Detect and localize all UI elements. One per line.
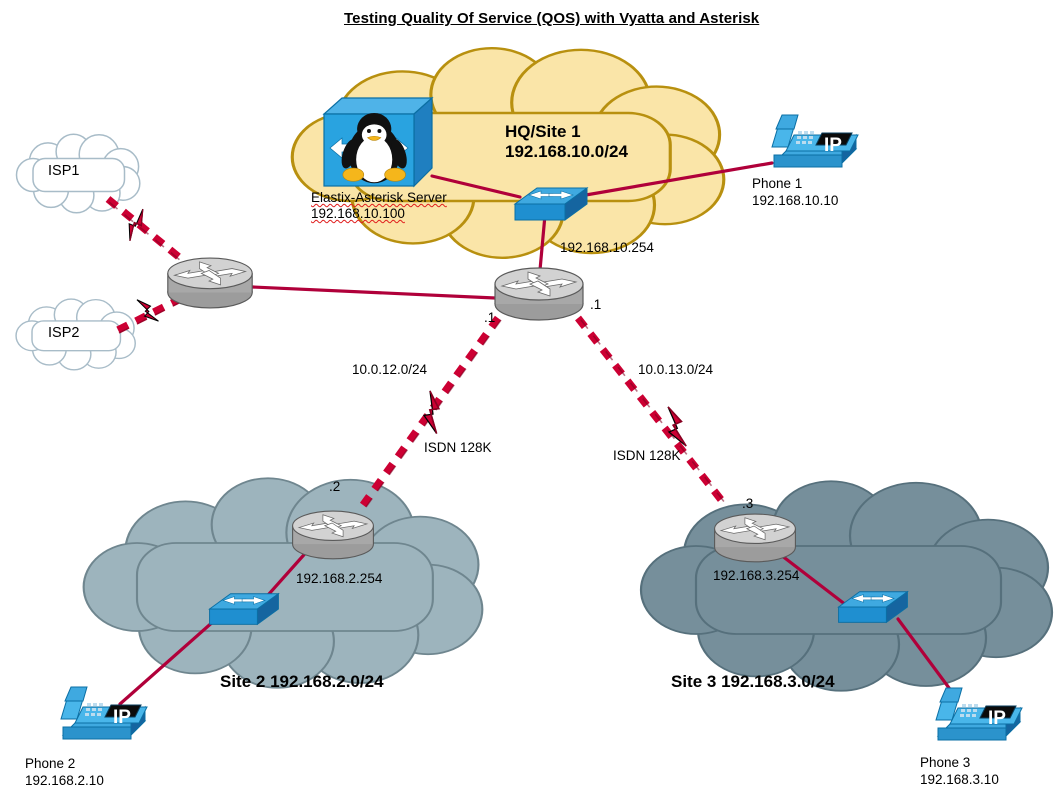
router-icon[interactable] (163, 252, 257, 312)
wan-left-subnet-label: 10.0.12.0/24 (352, 362, 428, 377)
switch-icon[interactable] (205, 588, 283, 632)
switch-icon[interactable] (834, 586, 912, 630)
site2-zone-label: Site 2 192.168.2.0/24 (220, 672, 384, 691)
site3-router-iface: .3 (742, 496, 754, 511)
hq-router-ip-label: 192.168.10.254 (560, 240, 654, 255)
isp2-label: ISP2 (48, 325, 80, 341)
link-isp1-to-edgerouter (105, 196, 188, 265)
site3-zone-label: Site 3 192.168.3.0/24 (671, 672, 835, 691)
phone1-ip: 192.168.10.10 (752, 193, 839, 208)
link-hqswitch-to-phone1 (578, 161, 774, 198)
wan-right-subnet-label: 10.0.13.0/24 (638, 362, 714, 377)
phone3-node[interactable]: IP (928, 678, 1024, 756)
edge-router-node[interactable] (163, 252, 257, 312)
site3-router-ip: 192.168.3.254 (713, 568, 800, 583)
link-edgerouter-to-hqrouter (251, 285, 497, 300)
phone2-node[interactable]: IP (53, 677, 149, 755)
tux-penguin-icon (341, 112, 407, 184)
site3-switch-node[interactable] (834, 586, 912, 630)
hq-zone-label-line1: HQ/Site 1 (505, 122, 581, 141)
phone1-ip-badge: IP (824, 135, 842, 156)
page-title: Testing Quality Of Service (QOS) with Vy… (344, 10, 760, 27)
hq-router-left-iface: .1 (484, 310, 496, 325)
phone2-name: Phone 2 (25, 756, 76, 771)
ip-phone-icon[interactable]: IP (53, 677, 149, 755)
site2-router-ip: 192.168.2.254 (296, 571, 383, 586)
phone3-name: Phone 3 (920, 755, 971, 770)
isp1-label: ISP1 (48, 163, 80, 179)
serial-bolt-wan-right (667, 406, 687, 447)
ip-phone-icon[interactable]: IP (764, 105, 860, 183)
link-elastix-to-hqswitch (430, 174, 522, 199)
linux-server-icon[interactable] (318, 92, 438, 192)
elastix-server-ip: 192.168.10.100 (311, 206, 405, 221)
site2-router-iface: .2 (329, 479, 341, 494)
link-site2switch-to-phone2 (118, 618, 217, 706)
hq-zone-label-line2: 192.168.10.0/24 (505, 142, 628, 161)
switch-icon[interactable] (511, 182, 591, 228)
hq-router-node[interactable] (490, 262, 588, 324)
site3-router-node[interactable] (710, 508, 800, 566)
router-icon[interactable] (288, 505, 378, 563)
elastix-server-node[interactable] (318, 92, 438, 192)
link-hqswitch-to-hqrouter (538, 213, 547, 272)
serial-bolt-isp1 (128, 208, 144, 241)
hq-switch-node[interactable] (511, 182, 591, 228)
phone2-ip-badge: IP (113, 707, 131, 728)
phone1-node[interactable]: IP (764, 105, 860, 183)
ip-phone-icon[interactable]: IP (928, 678, 1024, 756)
phone3-ip: 192.168.3.10 (920, 772, 999, 787)
link-hqrouter-to-site3router (575, 315, 729, 509)
link-isp2-to-edgerouter (116, 292, 188, 334)
wan-left-tech-label: ISDN 128K (424, 440, 492, 455)
phone1-name: Phone 1 (752, 176, 803, 191)
hq-router-right-iface: .1 (590, 297, 602, 312)
site2-router-node[interactable] (288, 505, 378, 563)
site2-switch-node[interactable] (205, 588, 283, 632)
phone2-ip: 192.168.2.10 (25, 773, 104, 788)
serial-bolt-wan-left (422, 390, 441, 434)
router-icon[interactable] (710, 508, 800, 566)
elastix-server-name: Elastix-Asterisk Server (311, 190, 447, 205)
serial-bolt-isp2 (136, 299, 159, 322)
router-icon[interactable] (490, 262, 588, 324)
wan-right-tech-label: ISDN 128K (613, 448, 681, 463)
phone3-ip-badge: IP (988, 708, 1006, 729)
link-site3router-to-switch (775, 550, 848, 607)
link-site3switch-to-phone3 (896, 617, 957, 698)
